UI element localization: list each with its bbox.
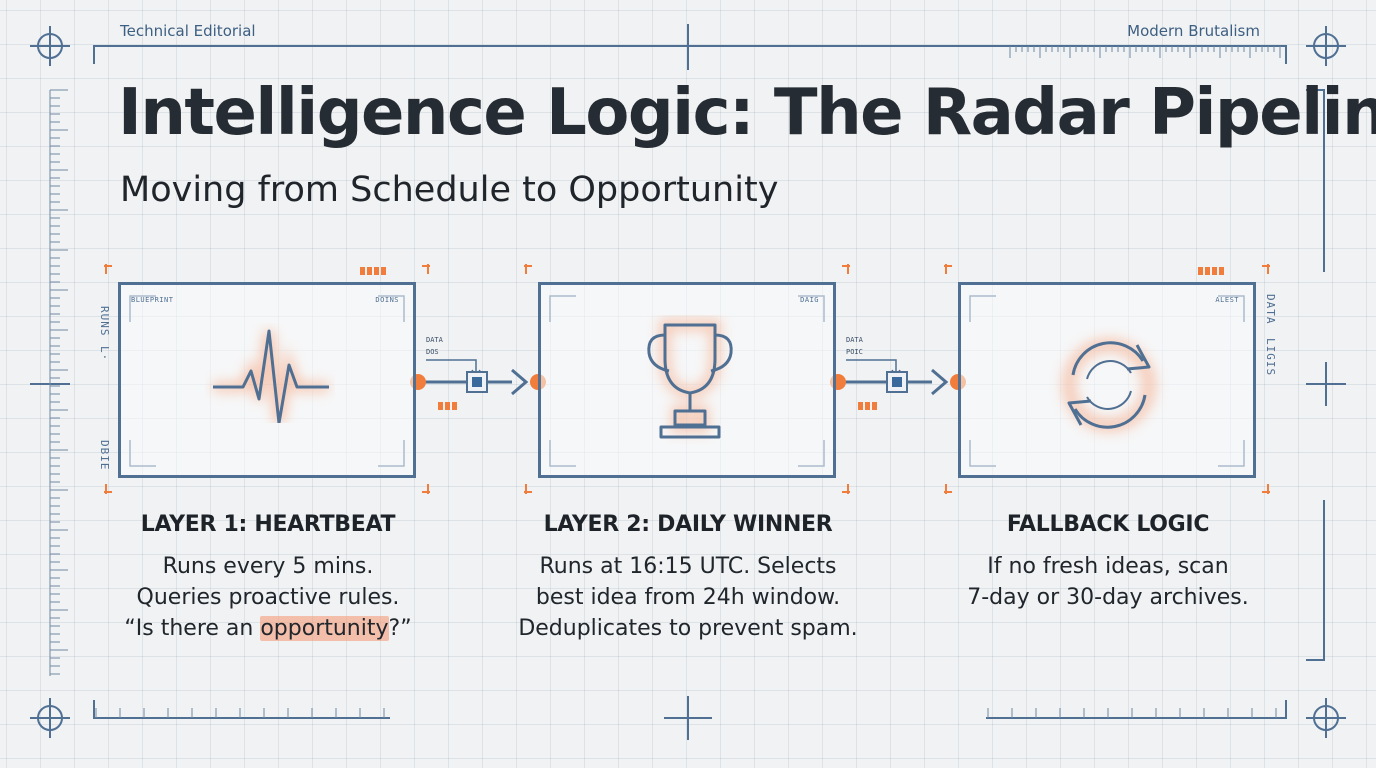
layer-1-quote: “Is there an opportunity?” <box>124 616 412 641</box>
connector-2 <box>830 359 966 396</box>
refresh-cycle-icon <box>1062 338 1156 432</box>
panel-1-micro-label-right: DOINS <box>375 296 399 304</box>
panel-daily-winner: DAIG <box>538 282 836 478</box>
side-tag-right-top: DATA <box>1264 294 1277 325</box>
page-subtitle: Moving from Schedule to Opportunity <box>120 170 779 210</box>
panel-1-micro-label-left: BLUEPRINT <box>131 296 174 304</box>
side-tag-right-bottom: LIGIS <box>1264 338 1277 377</box>
fallback-title: FALLBACK LOGIC <box>1006 512 1210 537</box>
side-tag-left-top: RUNS <box>98 306 111 337</box>
layer-1-title: LAYER 1: HEARTBEAT <box>140 512 396 537</box>
page-title: Intelligence Logic: The Radar Pipeline <box>118 76 1376 150</box>
heartbeat-icon <box>213 329 329 423</box>
trophy-icon <box>647 319 733 439</box>
side-tag-left-mid: L· <box>98 346 111 362</box>
corner-label-right: Modern Brutalism <box>1127 22 1260 40</box>
layer-1-description: LAYER 1: HEARTBEAT Runs every 5 mins. Qu… <box>78 512 458 644</box>
panel-2-micro-label-right: DAIG <box>800 296 819 304</box>
side-tag-left-bottom: DBIE <box>98 440 111 471</box>
layer-1-line: Runs every 5 mins. <box>162 554 374 579</box>
layer-2-line: Deduplicates to prevent spam. <box>518 616 858 641</box>
layer-2-title: LAYER 2: DAILY WINNER <box>543 512 833 537</box>
fallback-description: FALLBACK LOGIC If no fresh ideas, scan 7… <box>918 512 1298 613</box>
panel-3-micro-label-right: ALEST <box>1215 296 1239 304</box>
corner-label-left: Technical Editorial <box>120 22 256 40</box>
layer-2-line: best idea from 24h window. <box>535 585 841 610</box>
panel-heartbeat: BLUEPRINT DOINS <box>118 282 416 478</box>
layer-2-line: Runs at 16:15 UTC. Selects <box>539 554 837 579</box>
connector-1 <box>410 359 546 396</box>
panel-fallback: ALEST <box>958 282 1256 478</box>
layer-1-line: Queries proactive rules. <box>136 585 400 610</box>
layer-2-description: LAYER 2: DAILY WINNER Runs at 16:15 UTC.… <box>498 512 878 644</box>
fallback-line: 7-day or 30-day archives. <box>967 585 1249 610</box>
fallback-line: If no fresh ideas, scan <box>987 554 1229 579</box>
opportunity-highlight: opportunity <box>260 616 389 641</box>
